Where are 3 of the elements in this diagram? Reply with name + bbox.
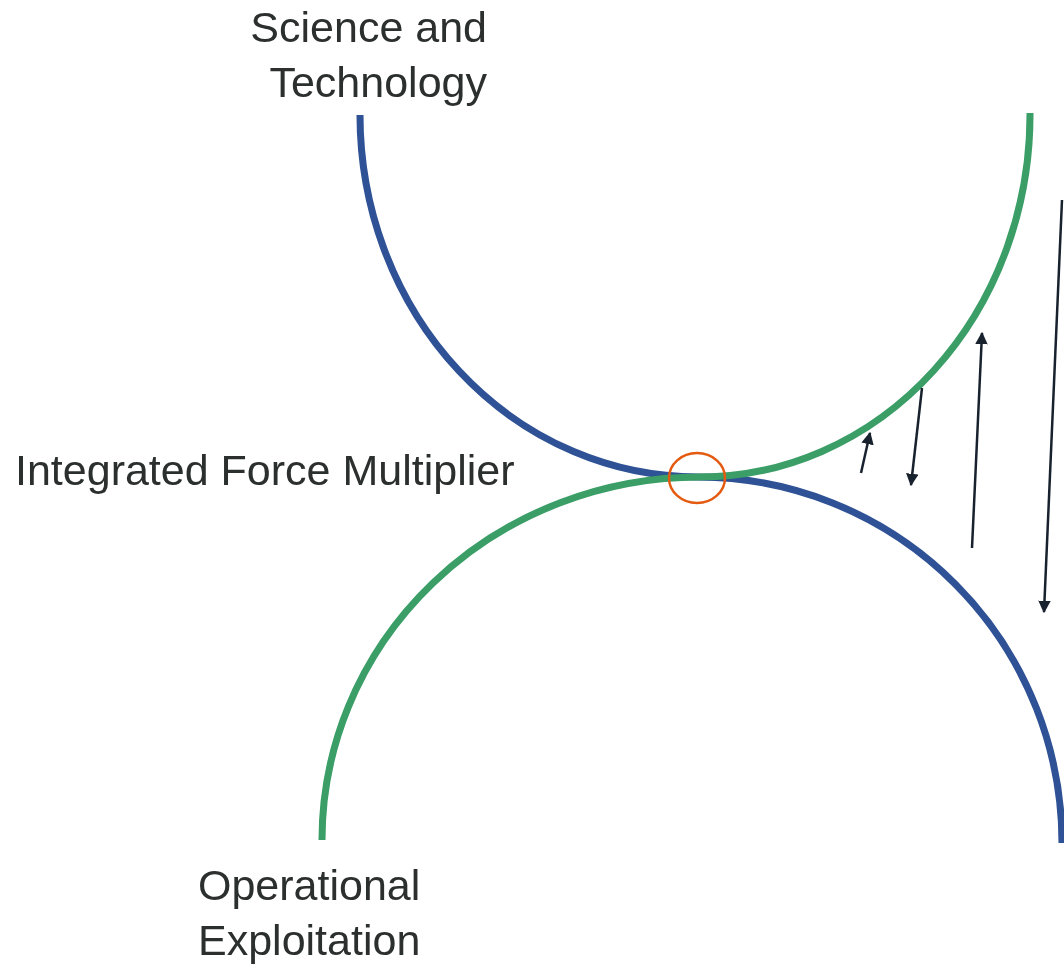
- axis-label: Science and Technology: [249, 2, 487, 108]
- point-label: Integrated Force Multiplier: [15, 445, 515, 496]
- axis-label: Operational Exploitation: [198, 860, 422, 964]
